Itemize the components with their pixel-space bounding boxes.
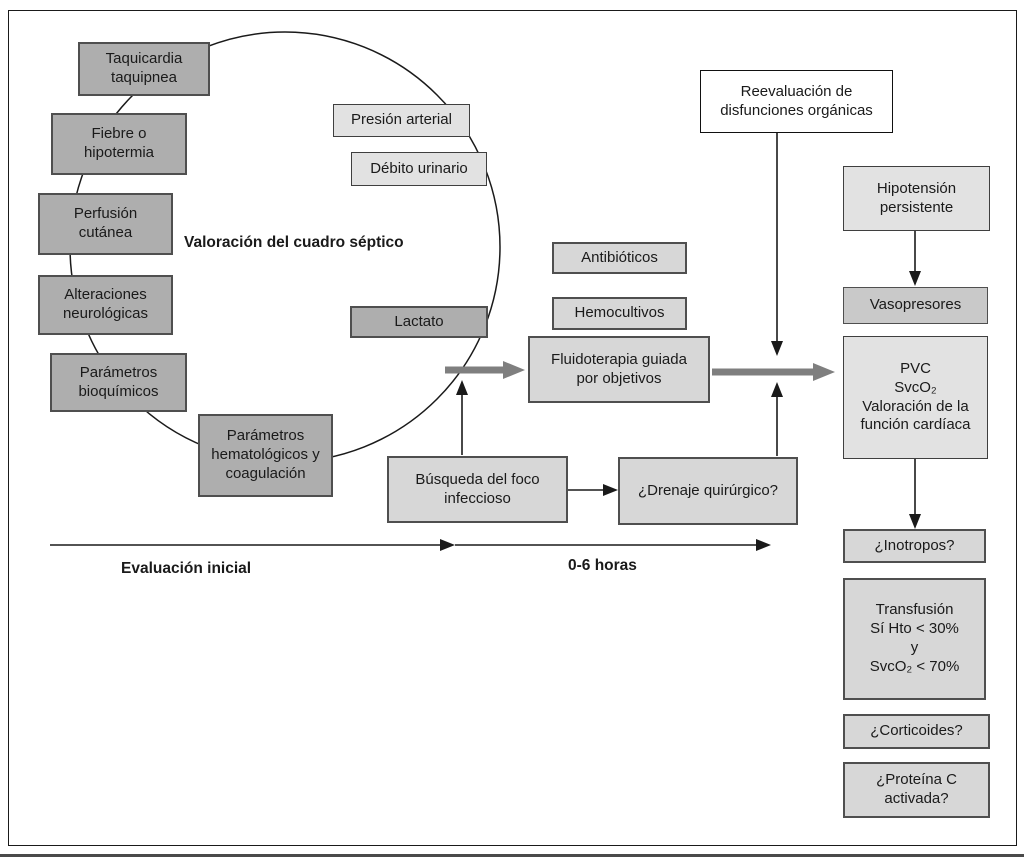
node-parametros-bioquimicos: Parámetros bioquímicos <box>50 353 187 412</box>
node-busqueda-foco: Búsqueda del foco infeccioso <box>387 456 568 523</box>
node-fluidoterapia: Fluidoterapia guiada por objetivos <box>528 336 710 403</box>
node-taquicardia-taquipnea: Taquicardia taquipnea <box>78 42 210 96</box>
node-presion-arterial: Presión arterial <box>333 104 470 137</box>
node-pvc-svco2: PVC SvcO₂ Valoración de la función cardí… <box>843 336 988 459</box>
node-proteina-c: ¿Proteína C activada? <box>843 762 990 818</box>
page-bottom-edge <box>0 854 1024 857</box>
timeline-label-evaluacion-inicial: Evaluación inicial <box>121 560 252 577</box>
node-debito-urinario: Débito urinario <box>351 152 487 186</box>
node-hipotension-persistente: Hipotensión persistente <box>843 166 990 231</box>
node-parametros-hematologicos: Parámetros hematológicos y coagulación <box>198 414 333 497</box>
circle-label: Valoración del cuadro séptico <box>184 234 404 251</box>
node-transfusion: Transfusión Sí Hto < 30% y SvcO₂ < 70% <box>843 578 986 700</box>
timeline-label-0-6-horas: 0-6 horas <box>568 557 637 574</box>
node-drenaje-quirurgico: ¿Drenaje quirúrgico? <box>618 457 798 525</box>
node-fiebre-hipotermia: Fiebre o hipotermia <box>51 113 187 175</box>
node-reevaluacion: Reevaluación de disfunciones orgánicas <box>700 70 893 133</box>
node-hemocultivos: Hemocultivos <box>552 297 687 330</box>
node-alteraciones-neurologicas: Alteraciones neurológicas <box>38 275 173 335</box>
node-antibioticos: Antibióticos <box>552 242 687 274</box>
node-vasopresores: Vasopresores <box>843 287 988 324</box>
node-corticoides: ¿Corticoides? <box>843 714 990 749</box>
node-inotropos: ¿Inotropos? <box>843 529 986 563</box>
node-perfusion-cutanea: Perfusión cutánea <box>38 193 173 255</box>
node-lactato: Lactato <box>350 306 488 338</box>
